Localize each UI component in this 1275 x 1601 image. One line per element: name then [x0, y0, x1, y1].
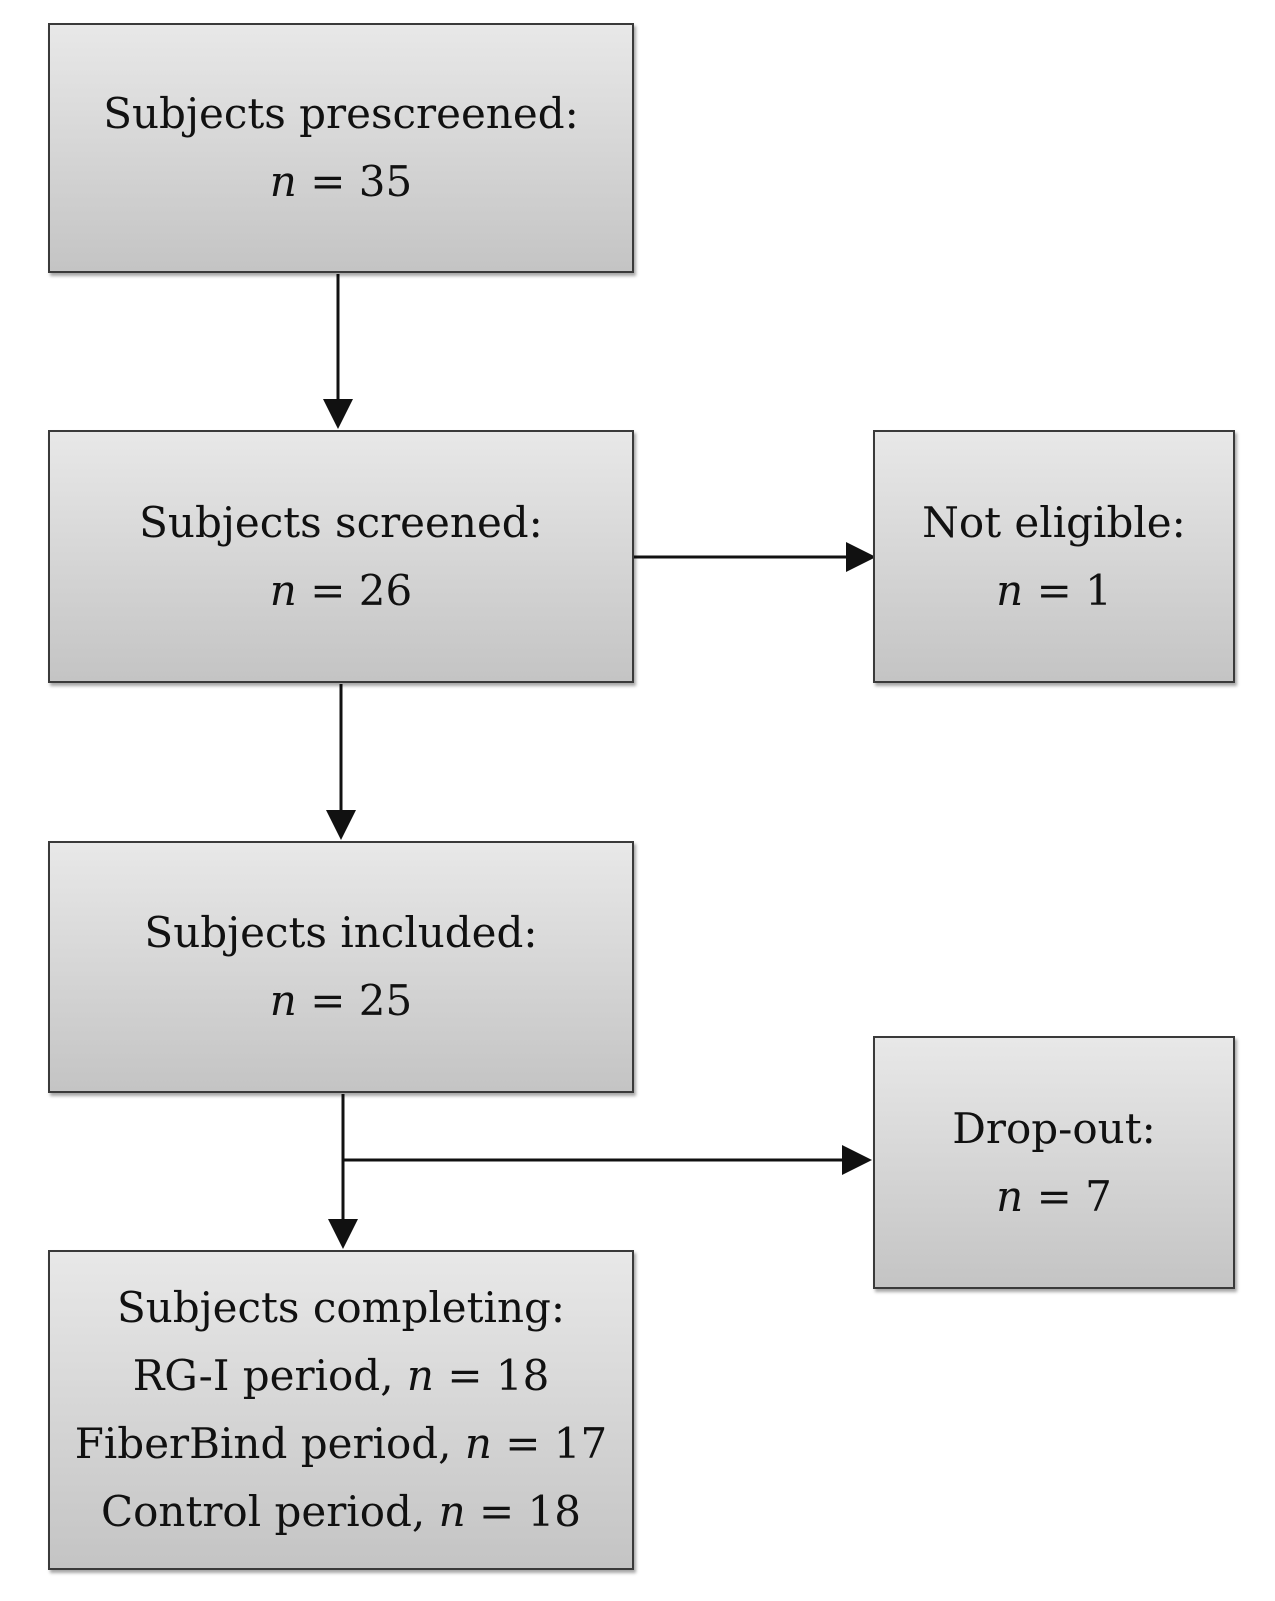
included-count: n = 25 — [270, 967, 412, 1035]
node-not-eligible: Not eligible: n = 1 — [873, 430, 1235, 683]
completing-row-fiberbind-n-value: = 17 — [491, 1419, 608, 1468]
not-eligible-n-symbol: n — [996, 565, 1024, 615]
node-completing: Subjects completing: RG-I period, n = 18… — [48, 1250, 634, 1570]
prescreened-n-symbol: n — [269, 157, 297, 206]
node-included: Subjects included: n = 25 — [48, 841, 634, 1093]
prescreened-n-value: = 35 — [296, 157, 413, 206]
completing-row-fiberbind-n-symbol: n — [464, 1419, 492, 1468]
completing-row-control-n-value: = 18 — [465, 1487, 582, 1536]
node-dropout: Drop-out: n = 7 — [873, 1036, 1235, 1289]
completing-row-rgi-label: RG-I period, — [132, 1351, 407, 1400]
not-eligible-title: Not eligible: — [922, 497, 1186, 547]
completing-row-rgi-n-symbol: n — [406, 1351, 434, 1400]
included-n-symbol: n — [269, 976, 297, 1025]
not-eligible-n-value: = 1 — [1023, 565, 1112, 615]
screened-n-value: = 26 — [296, 565, 413, 615]
completing-row-control-n-symbol: n — [438, 1487, 466, 1536]
prescreened-count: n = 35 — [270, 148, 412, 216]
screened-n-symbol: n — [269, 565, 297, 615]
completing-row-fiberbind: FiberBind period, n = 17 — [75, 1410, 608, 1478]
completing-row-control-label: Control period, — [100, 1487, 439, 1536]
completing-row-rgi: RG-I period, n = 18 — [133, 1342, 550, 1410]
node-prescreened: Subjects prescreened: n = 35 — [48, 23, 634, 273]
screened-title: Subjects screened: — [139, 497, 543, 547]
node-screened: Subjects screened: n = 26 — [48, 430, 634, 683]
completing-row-rgi-n-value: = 18 — [433, 1351, 550, 1400]
dropout-n-value: = 7 — [1023, 1171, 1112, 1221]
completing-row-control: Control period, n = 18 — [101, 1478, 581, 1546]
included-title: Subjects included: — [144, 908, 538, 957]
screened-count: n = 26 — [270, 557, 412, 625]
dropout-title: Drop-out: — [952, 1103, 1156, 1153]
completing-row-fiberbind-label: FiberBind period, — [74, 1419, 465, 1468]
prescreened-title: Subjects prescreened: — [103, 89, 579, 138]
dropout-n-symbol: n — [996, 1171, 1024, 1221]
completing-title: Subjects completing: — [116, 1283, 566, 1332]
not-eligible-count: n = 1 — [996, 557, 1112, 625]
dropout-count: n = 7 — [996, 1163, 1112, 1231]
included-n-value: = 25 — [296, 976, 413, 1025]
